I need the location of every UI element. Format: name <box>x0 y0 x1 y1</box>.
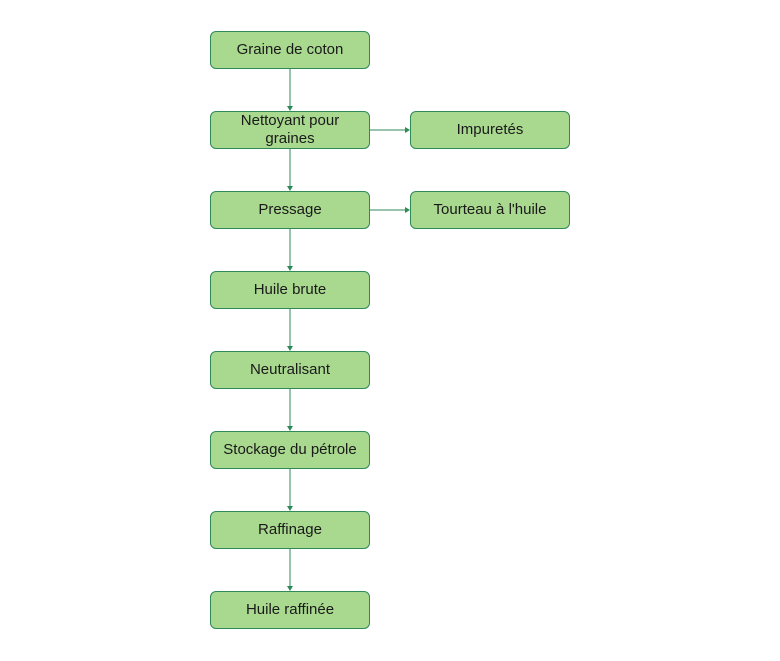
node-huile-brute: Huile brute <box>210 271 370 309</box>
node-tourteau-a-l-huile: Tourteau à l'huile <box>410 191 570 229</box>
node-stockage-du-petrole: Stockage du pétrole <box>210 431 370 469</box>
node-impuretes: Impuretés <box>410 111 570 149</box>
node-raffinage: Raffinage <box>210 511 370 549</box>
node-nettoyant-pour-graines: Nettoyant pour graines <box>210 111 370 149</box>
node-pressage: Pressage <box>210 191 370 229</box>
node-graine-de-coton: Graine de coton <box>210 31 370 69</box>
node-neutralisant: Neutralisant <box>210 351 370 389</box>
node-huile-raffinee: Huile raffinée <box>210 591 370 629</box>
